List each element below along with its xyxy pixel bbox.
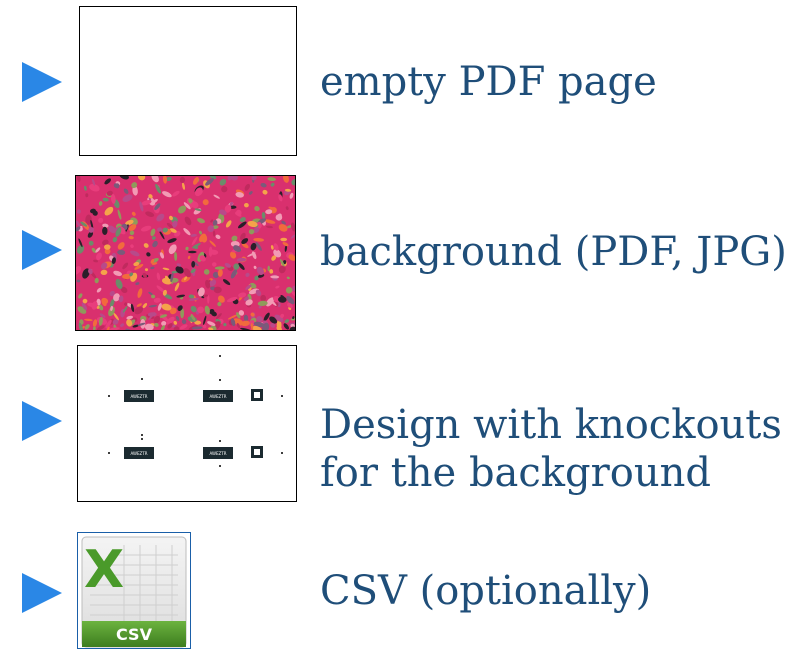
row-label-line: for the background [320,450,711,496]
row-label-line: CSV (optionally) [320,568,652,614]
card-text: AWEZTR [210,394,227,399]
knockout-card: AWEZTR [124,447,154,459]
row-label: background (PDF, JPG) [320,228,787,276]
bullet-arrow-icon [22,62,62,102]
design-image: AWEZTR AWEZTR AWEZTR AWEZTR [108,355,283,467]
row-empty-pdf-page: empty PDF page [0,0,789,160]
card-text: AWEZTR [210,451,227,456]
row-background: background (PDF, JPG) [0,170,789,340]
bullet-arrow-icon [22,401,62,441]
row-label: CSV (optionally) [320,567,651,615]
row-label-line: background (PDF, JPG) [320,229,787,275]
row-csv: X CSV CSV (optionally) [0,505,789,649]
card-text: AWEZTR [131,394,148,399]
knockout-card: AWEZTR [124,390,154,402]
knockout-card: AWEZTR [203,390,233,402]
empty-page-thumbnail [79,6,297,156]
pattern-image [76,176,295,330]
bullet-arrow-icon [22,573,62,613]
card-text: AWEZTR [131,451,148,456]
excel-x-letter: X [84,540,124,600]
row-design-knockouts: AWEZTR AWEZTR AWEZTR AWEZTR Design with … [0,343,789,505]
row-label-line: Design with knockouts [320,402,782,448]
bullet-arrow-icon [22,230,62,270]
knockout-card: AWEZTR [203,447,233,459]
design-thumbnail: AWEZTR AWEZTR AWEZTR AWEZTR [77,345,297,502]
csv-icon-graphic: X CSV [81,536,187,648]
background-pattern-thumbnail [75,175,296,331]
csv-badge-text: CSV [116,625,153,644]
row-label-line: empty PDF page [320,59,657,105]
row-label: empty PDF page [320,58,657,106]
row-label: Design with knockouts for the background [320,401,782,497]
excel-csv-file-icon: X CSV [77,532,191,649]
